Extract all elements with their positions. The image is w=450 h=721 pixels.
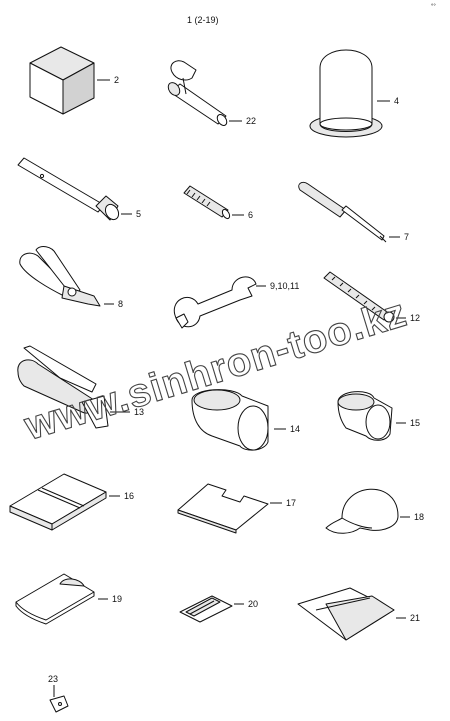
callout-18: 18	[414, 512, 424, 522]
callout-13: 13	[134, 407, 144, 417]
card-icon	[179, 595, 233, 623]
bell-cover-icon	[309, 49, 383, 138]
cube-icon	[29, 46, 95, 115]
callout-21: 21	[410, 613, 420, 623]
pliers-icon	[19, 246, 101, 307]
pouch-icon	[15, 573, 95, 625]
corner-mark: °°	[431, 4, 436, 10]
callout-8: 8	[118, 299, 123, 309]
cap-icon	[325, 488, 399, 534]
callout-19: 19	[112, 594, 122, 604]
callout-16: 16	[124, 491, 134, 501]
small-cup-icon	[337, 391, 393, 441]
callout-5: 5	[136, 209, 141, 219]
large-cup-icon	[191, 389, 269, 451]
callout-22: 22	[246, 116, 256, 126]
socket-rod-icon	[17, 157, 120, 221]
bolt-icon	[183, 185, 231, 220]
book-icon	[9, 473, 107, 531]
grease-gun-icon	[17, 345, 109, 429]
callout-14: 14	[290, 424, 300, 434]
callout-2: 2	[114, 75, 119, 85]
callout-6: 6	[248, 210, 253, 220]
pin-key-icon	[167, 60, 228, 126]
callout-23: 23	[48, 674, 58, 684]
callout-15: 15	[410, 418, 420, 428]
plate-icon	[177, 483, 269, 534]
callout-4: 4	[394, 96, 399, 106]
diagram-title: 1 (2-19)	[187, 15, 219, 25]
long-screwdriver-icon	[323, 271, 395, 323]
callout-17: 17	[286, 498, 296, 508]
callout-20: 20	[248, 599, 258, 609]
folder-icon	[297, 587, 395, 641]
callout-12: 12	[410, 313, 420, 323]
callout-7: 7	[404, 232, 409, 242]
screwdriver-icon	[298, 181, 387, 243]
tag-icon	[49, 695, 69, 713]
callout-9-10-11: 9,10,11	[270, 281, 299, 291]
wrench-icon	[173, 276, 257, 329]
